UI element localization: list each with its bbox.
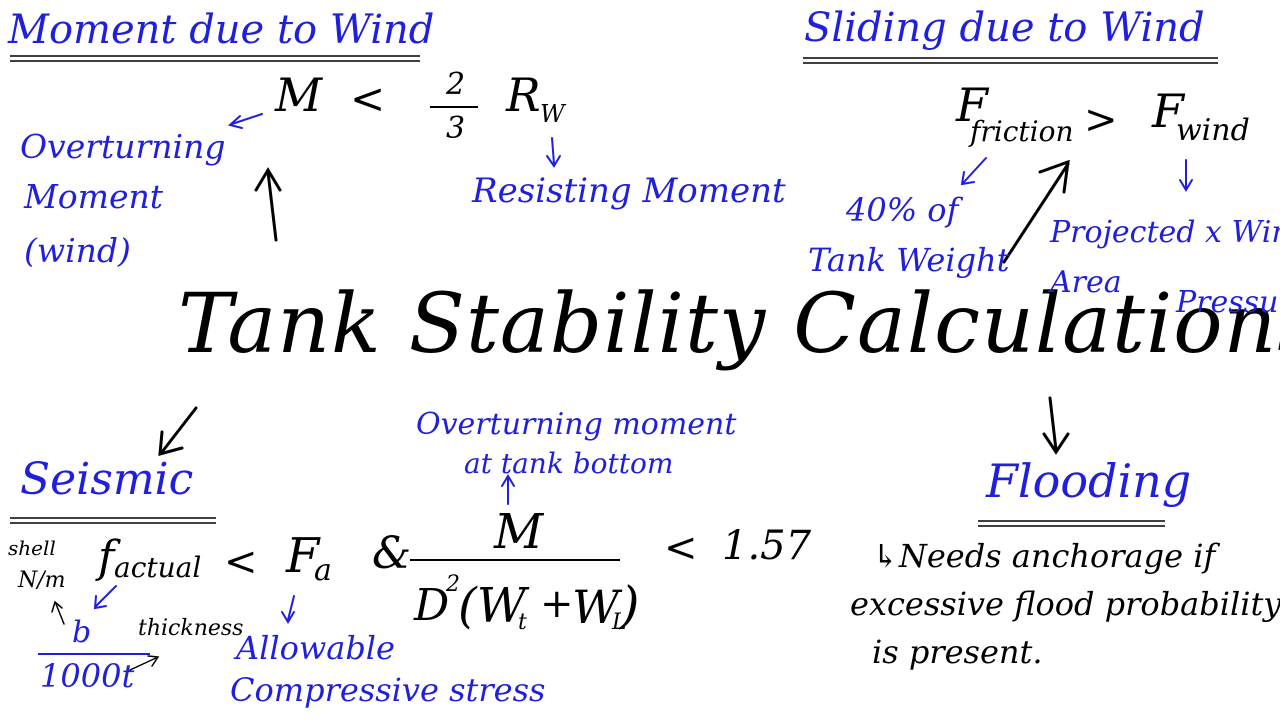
heading-flooding: Flooding [986,454,1192,508]
formula-greater-than: > [1084,97,1118,143]
small-fraction-numerator-b: b [72,615,92,650]
note-projected-area-line2: Area [1050,265,1122,300]
note-flooding-line1: ↳Needs anchorage if [872,537,1216,575]
heading-underline-seismic [10,517,216,524]
formula-F-allowable: F [286,528,320,584]
formula-ampersand: & [372,528,412,579]
formula-fraction-numerator-M: M [494,504,544,560]
note-wind-pressure: Pressure [1176,285,1280,320]
arrow-thickness-note [129,655,160,671]
note-allowable-line2: Compressive stress [230,671,546,709]
arrow-resisting-to-Rw [546,137,561,168]
formula-denominator-exponent: 2 [446,572,460,597]
note-projected-area-line1: Projected x Wind [1050,215,1280,250]
note-shell-line2: N/m [18,568,66,593]
fraction-denominator-3: 3 [446,111,466,146]
formula-seismic-less-than-2: < [664,525,698,571]
arrow-overturning-to-M [227,113,263,129]
note-flooding-line3: is present. [872,633,1043,671]
formula-denominator-WL: W [572,580,620,634]
note-resisting-moment: Resisting Moment [472,171,786,211]
formula-subscript-wind: wind [1176,113,1250,148]
note-allowable-line1: Allowable [236,629,395,667]
formula-denominator-D: D [414,580,450,631]
note-friction-line1: 40% of [846,191,959,229]
formula-f-actual: f [98,532,115,583]
formula-resisting-R: R [506,68,541,122]
formula-less-than: < [350,74,386,123]
formula-subscript-friction: friction [970,115,1074,148]
note-overturning-moment-line1: Overturning moment [416,407,737,442]
note-thickness: thickness [138,616,244,641]
arrow-overturning-moment-note [501,474,515,505]
heading-underline-flooding [978,520,1165,527]
formula-subscript-t: t [518,610,527,635]
heading-seismic: Seismic [20,454,194,505]
formula-subscript-L: L [612,610,627,635]
formula-F-friction: F [956,78,988,132]
arrow-friction-note [960,157,987,186]
arrow-to-sliding [1002,159,1070,264]
arrow-wind-note [1179,159,1193,192]
arrow-shell-note [51,600,65,625]
formula-subscript-W: W [540,100,565,128]
formula-subscript-a: a [314,553,332,588]
fraction-numerator-2: 2 [446,67,466,102]
note-flooding-line2: excessive flood probability [850,585,1280,623]
formula-seismic-limit: 1.57 [722,523,812,569]
note-shell-line1: shell [8,536,56,560]
formula-denominator-close: ) [620,576,640,634]
formula-F-wind: F [1152,84,1184,138]
note-overturning-line3: (wind) [24,231,131,270]
arrow-factual-note [93,585,117,610]
arrow-to-flooding [1042,396,1070,455]
page-title: Tank Stability Calculations [178,277,1280,372]
formula-seismic-less-than-1: < [224,539,258,585]
heading-underline-moment [10,55,420,62]
heading-moment-due-to-wind: Moment due to Wind [8,7,435,53]
formula-denominator-open-Wt: (W [458,578,527,634]
small-fraction-denominator: 1000t [40,657,135,695]
arrow-to-moment [254,167,282,242]
note-friction-line2: Tank Weight [808,241,1010,279]
note-overturning-line1: Overturning [20,127,226,166]
formula-denominator-plus: + [540,581,574,627]
arrow-to-seismic [158,406,198,457]
formula-moment-M: M [275,68,323,122]
heading-sliding-due-to-wind: Sliding due to Wind [804,5,1205,51]
arrow-fa-note [281,595,295,624]
note-overturning-moment-line2: at tank bottom [464,447,674,480]
note-overturning-line2: Moment [24,177,163,216]
heading-underline-sliding [803,57,1218,64]
formula-subscript-actual: actual [114,551,202,584]
